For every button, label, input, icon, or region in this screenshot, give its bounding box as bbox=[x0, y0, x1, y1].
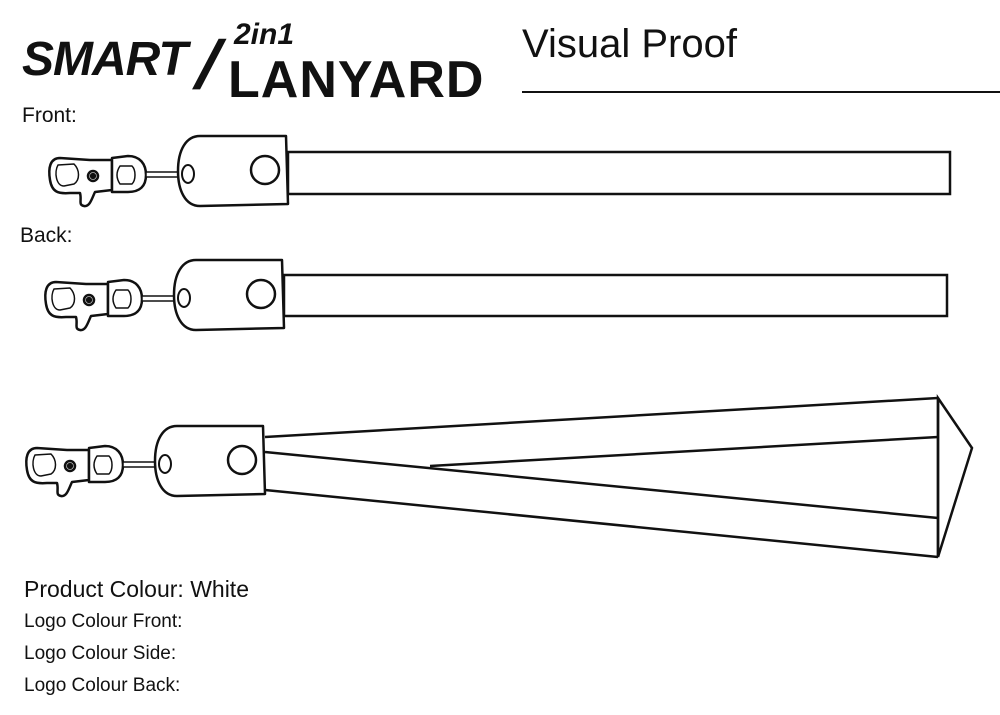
logo-2in1: 2in1 bbox=[234, 18, 295, 51]
strap-end bbox=[936, 393, 974, 558]
side-clip bbox=[25, 424, 267, 498]
logo-smart: SMART bbox=[22, 33, 188, 86]
page-title: Visual Proof bbox=[522, 22, 737, 66]
logo-lanyard: LANYARD bbox=[228, 51, 485, 109]
front-lanyard bbox=[48, 134, 952, 208]
logo-colour-side: Logo Colour Side: bbox=[24, 643, 177, 664]
front-clip bbox=[48, 134, 290, 208]
back-lanyard bbox=[44, 258, 949, 332]
front-label: Front: bbox=[22, 104, 77, 127]
product-colour: Product Colour: White bbox=[24, 576, 249, 602]
logo-colour-front: Logo Colour Front: bbox=[24, 611, 183, 632]
back-label: Back: bbox=[20, 224, 73, 247]
side-lanyard bbox=[25, 393, 974, 559]
back-clip bbox=[44, 258, 286, 332]
back-strap bbox=[282, 273, 949, 318]
title-divider bbox=[522, 91, 1000, 93]
front-strap bbox=[286, 150, 952, 196]
logo-colour-back: Logo Colour Back: bbox=[24, 675, 181, 696]
